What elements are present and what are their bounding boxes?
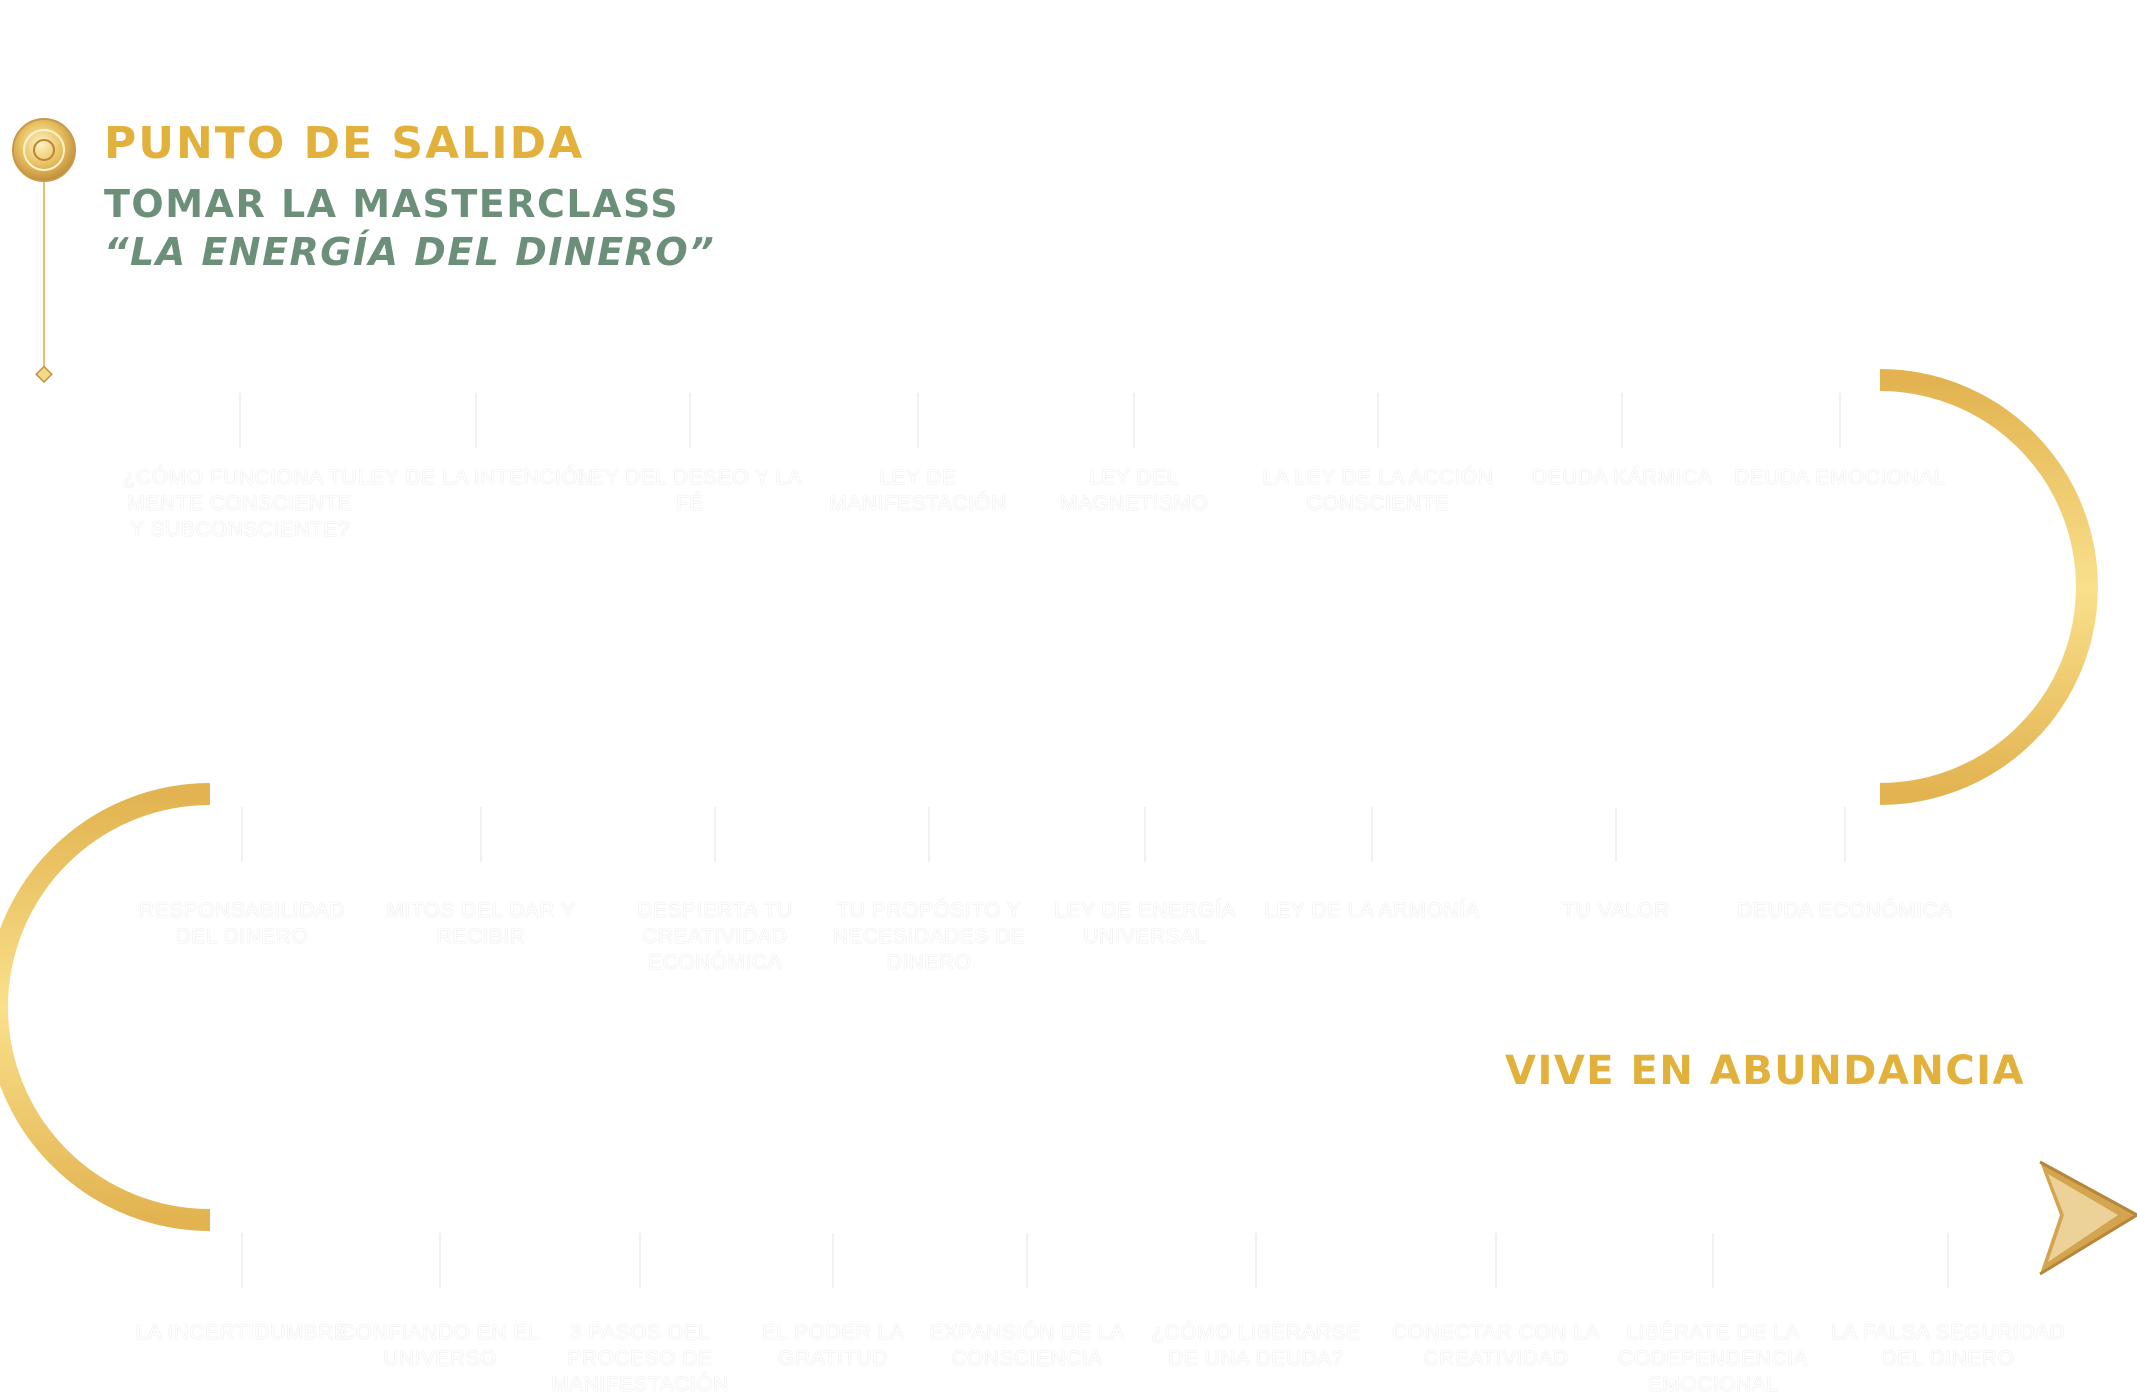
start-subtitle: TOMAR LA MASTERCLASS <box>104 182 680 226</box>
milestone-tick <box>239 393 241 448</box>
milestone-label: EXPANSIÓN DE LA CONSCIENCIA <box>929 1321 1125 1370</box>
milestone-tick <box>832 1233 834 1288</box>
milestone-tick <box>928 807 930 862</box>
arrow-head-icon <box>2039 1160 2137 1276</box>
milestone-tick <box>689 393 691 448</box>
milestone-tick <box>439 1233 441 1288</box>
milestone-label: DESPIERTA TU CREATIVIDAD ECONÓMICA <box>637 899 793 974</box>
milestone-label: LEY DEL DESEO Y LA FÉ <box>577 466 803 515</box>
milestone-tick <box>639 1233 641 1288</box>
milestone-tick <box>1255 1233 1257 1288</box>
milestone-label: LEY DE MANIFESTACIÓN <box>829 466 1007 515</box>
milestone-tick <box>1144 807 1146 862</box>
milestone-label: LEY DEL MAGNETISMO <box>1059 466 1209 515</box>
milestone-label: 3 PASOS DEL PROCESO DE MANIFESTACIÓN <box>551 1321 729 1396</box>
milestone-tick <box>1839 393 1841 448</box>
milestone-tick <box>1495 1233 1497 1288</box>
milestone-label: LEY DE LA ARMONÍA <box>1264 899 1480 922</box>
milestone-label: DEUDA ECONÓMICA <box>1737 899 1953 922</box>
milestone-label: LA FALSA SEGURIDAD DEL DINERO <box>1830 1321 2066 1370</box>
milestone-tick <box>1026 1233 1028 1288</box>
milestone-label: LEY DE ENERGÍA UNIVERSAL <box>1054 899 1236 948</box>
milestone-tick <box>714 807 716 862</box>
milestone-tick <box>241 807 243 862</box>
milestone-tick <box>241 1233 243 1288</box>
milestone-label: TU PROPÓSITO Y NECESIDADES DE DINERO <box>832 899 1026 974</box>
milestone-label: LIBÉRATE DE LA CODEPENDENCIA EMOCIONAL <box>1618 1321 1808 1396</box>
milestone-label: CONFIANDO EN EL UNIVERSO <box>339 1321 541 1370</box>
milestone-label: MITOS DEL DAR Y RECIBIR <box>386 899 576 948</box>
path-left-curve <box>0 783 211 1231</box>
path-right-curve <box>1879 369 2098 805</box>
milestone-label: LA LEY DE LA ACCIÓN CONSCIENTE <box>1262 466 1494 515</box>
milestone-tick <box>917 393 919 448</box>
milestone-label: CONECTAR CON LA CREATIVIDAD <box>1392 1321 1600 1370</box>
milestone-label: DEUDA EMOCIONAL <box>1734 466 1946 489</box>
milestone-tick <box>1371 807 1373 862</box>
milestone-label: RESPONSABILIDAD DEL DINERO <box>139 899 345 948</box>
milestone-tick <box>1712 1233 1714 1288</box>
milestone-label: LEY DE LA INTENCIÓN <box>358 466 594 489</box>
end-title: VIVE EN ABUNDANCIA <box>1505 1048 2026 1094</box>
milestone-tick <box>480 807 482 862</box>
milestone-label: TU VALOR <box>1562 899 1670 922</box>
milestone-tick <box>1621 393 1623 448</box>
start-medallion-icon <box>12 118 76 384</box>
milestone-tick <box>1947 1233 1949 1288</box>
milestone-tick <box>1377 393 1379 448</box>
milestone-tick <box>1844 807 1846 862</box>
milestone-label: EL PODER LA GRATITUD <box>761 1321 905 1370</box>
milestone-tick <box>475 393 477 448</box>
milestone-label: DEUDA KÁRMICA <box>1531 466 1713 489</box>
start-title: PUNTO DE SALIDA <box>104 118 585 169</box>
milestone-label: LA INCERTIDUMBRE <box>135 1321 349 1344</box>
start-quote: “LA ENERGÍA DEL DINERO” <box>104 230 716 274</box>
milestone-label: ¿CÓMO FUNCIONA TU MENTE CONSCIENTE Y SUB… <box>122 466 358 541</box>
milestone-tick <box>1133 393 1135 448</box>
milestone-tick <box>1615 807 1617 862</box>
milestone-label: ¿CÓMO LIBERARSE DE UNA DEUDA? <box>1151 1321 1361 1370</box>
